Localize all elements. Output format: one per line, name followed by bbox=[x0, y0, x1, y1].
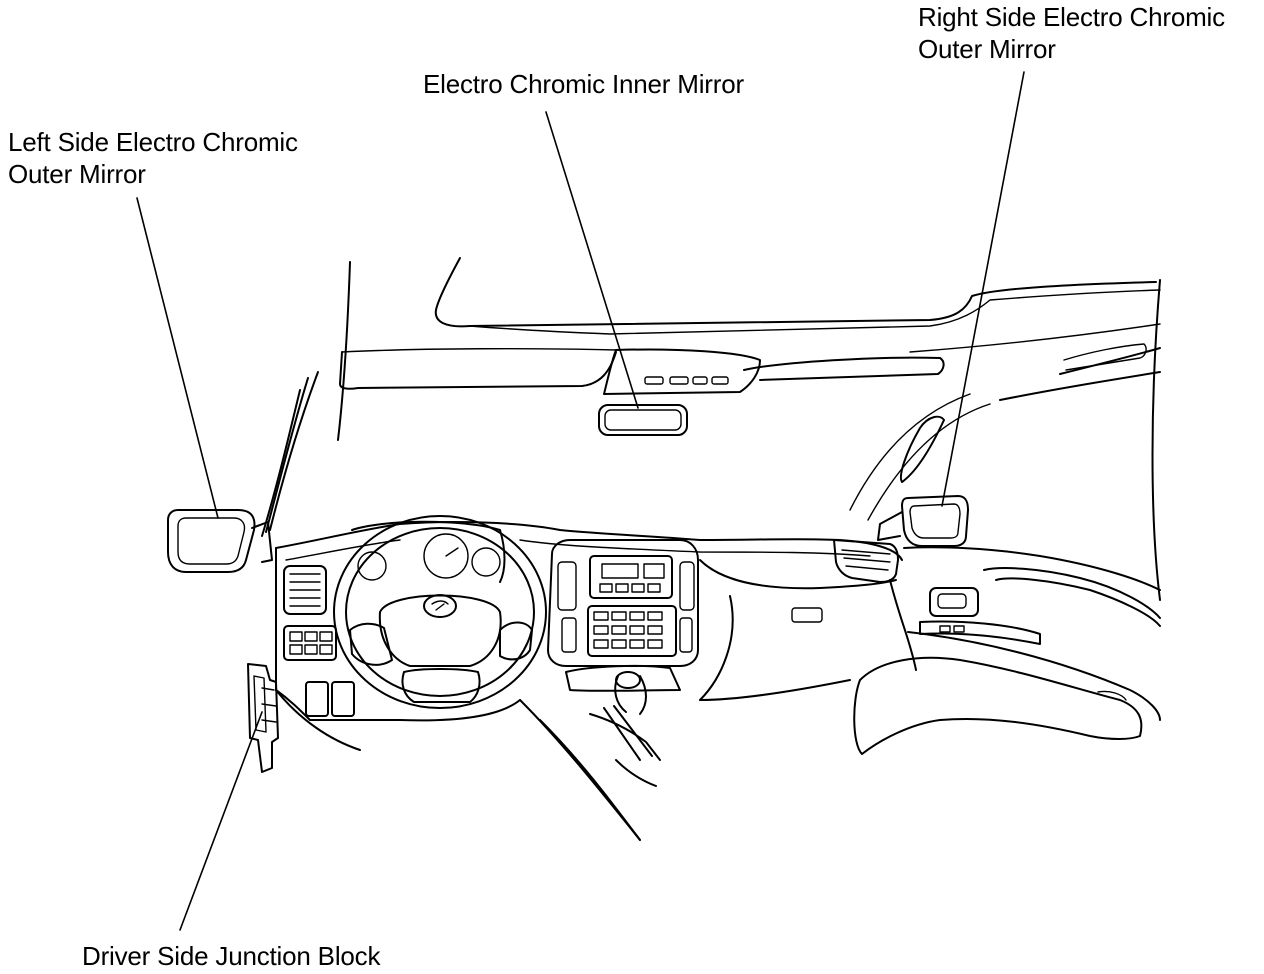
overhead-console bbox=[603, 348, 761, 395]
electro-chromic-inner-mirror-label: Electro Chromic Inner Mirror bbox=[423, 68, 744, 100]
junction-block-label-line1: Driver Side Junction Block bbox=[82, 941, 381, 971]
inner-mirror-leader bbox=[545, 111, 639, 409]
right-side-electro-chromic-outer-mirror-label: Right Side Electro Chromic Outer Mirror bbox=[918, 1, 1225, 65]
steering-wheel bbox=[333, 515, 547, 709]
right-side-electro-chromic-outer-mirror bbox=[877, 495, 969, 547]
left-side-electro-chromic-outer-mirror bbox=[167, 509, 273, 573]
right-mirror-leader bbox=[941, 71, 1025, 507]
left-mirror-label-line2: Outer Mirror bbox=[8, 159, 146, 189]
right-door-panel bbox=[853, 279, 1161, 755]
lower-dash bbox=[275, 689, 521, 751]
driver-side-junction-block-label: Driver Side Junction Block bbox=[82, 940, 380, 972]
instrument-cluster bbox=[351, 520, 506, 583]
electro-chromic-inner-mirror bbox=[598, 404, 688, 436]
center-console-stack bbox=[547, 539, 699, 667]
dashboard bbox=[275, 521, 917, 841]
right-a-pillar bbox=[900, 415, 945, 483]
left-mirror-leader bbox=[136, 197, 219, 519]
junction-block-leader bbox=[179, 711, 263, 931]
driver-side-junction-block bbox=[247, 663, 279, 773]
right-mirror-label-line1: Right Side Electro Chromic bbox=[918, 2, 1225, 32]
left-a-pillar bbox=[261, 371, 319, 537]
left-air-vent bbox=[283, 565, 327, 615]
left-side-electro-chromic-outer-mirror-label: Left Side Electro Chromic Outer Mirror bbox=[8, 126, 298, 190]
left-mirror-label-line1: Left Side Electro Chromic bbox=[8, 127, 298, 157]
left-switch-panel bbox=[283, 625, 355, 717]
inner-mirror-label-line1: Electro Chromic Inner Mirror bbox=[423, 69, 744, 99]
roof-headliner bbox=[337, 257, 1161, 521]
gear-shifter bbox=[565, 664, 681, 787]
right-air-vent bbox=[833, 539, 899, 583]
right-mirror-label-line2: Outer Mirror bbox=[918, 34, 1056, 64]
leader-lines bbox=[136, 71, 1025, 931]
